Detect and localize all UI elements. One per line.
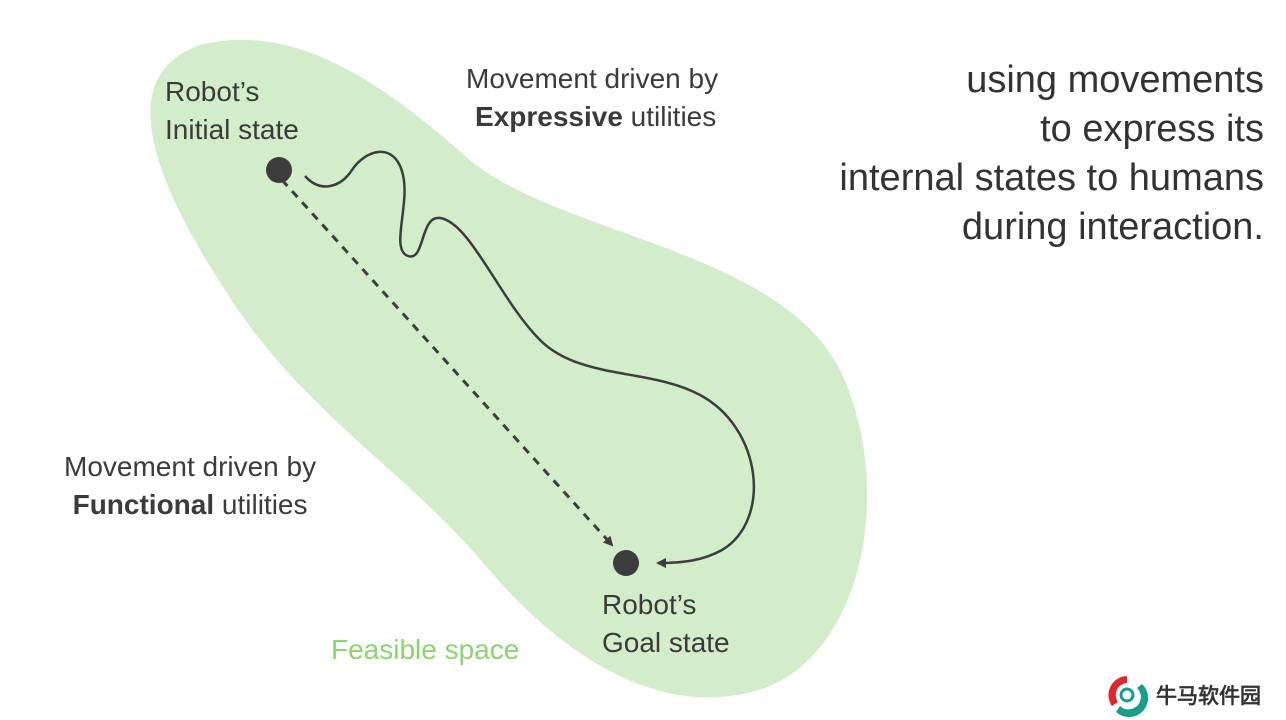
caption-line: to express its xyxy=(1040,108,1264,150)
goal-state-label: Robot’s Goal state xyxy=(602,586,730,662)
initial-state-dot xyxy=(266,157,292,183)
feasible-space-region xyxy=(150,39,868,698)
feasible-space-label: Feasible space xyxy=(331,634,520,665)
expressive-rest: utilities xyxy=(622,101,717,132)
caption-line: during interaction. xyxy=(961,206,1264,248)
expressive-label: Movement driven by Expressive utilities xyxy=(466,60,718,136)
initial-label-line2: Initial state xyxy=(165,114,299,145)
watermark-text: 牛马软件园 xyxy=(1156,685,1261,708)
goal-state-dot xyxy=(613,550,639,576)
expressive-label-line1: Movement driven by xyxy=(466,63,719,94)
functional-label: Movement driven by Functional utilities xyxy=(64,448,316,524)
functional-bold: Functional xyxy=(72,489,215,520)
caption-line: internal states to humans xyxy=(839,157,1264,199)
initial-label-line1: Robot’s xyxy=(165,76,260,107)
expressive-bold: Expressive xyxy=(475,101,623,132)
watermark-logo-icon xyxy=(1108,676,1149,718)
caption-line: using movements xyxy=(966,59,1264,101)
functional-label-line1: Movement driven by xyxy=(64,451,317,482)
initial-state-label: Robot’s Initial state xyxy=(165,73,299,149)
functional-rest: utilities xyxy=(214,489,308,520)
watermark: 牛马软件园 xyxy=(1104,672,1261,718)
functional-path xyxy=(280,178,614,547)
caption: using movements to express its internal … xyxy=(839,56,1264,252)
goal-label-line1: Robot’s xyxy=(602,589,697,620)
goal-label-line2: Goal state xyxy=(602,627,730,658)
expressive-path xyxy=(304,150,755,568)
